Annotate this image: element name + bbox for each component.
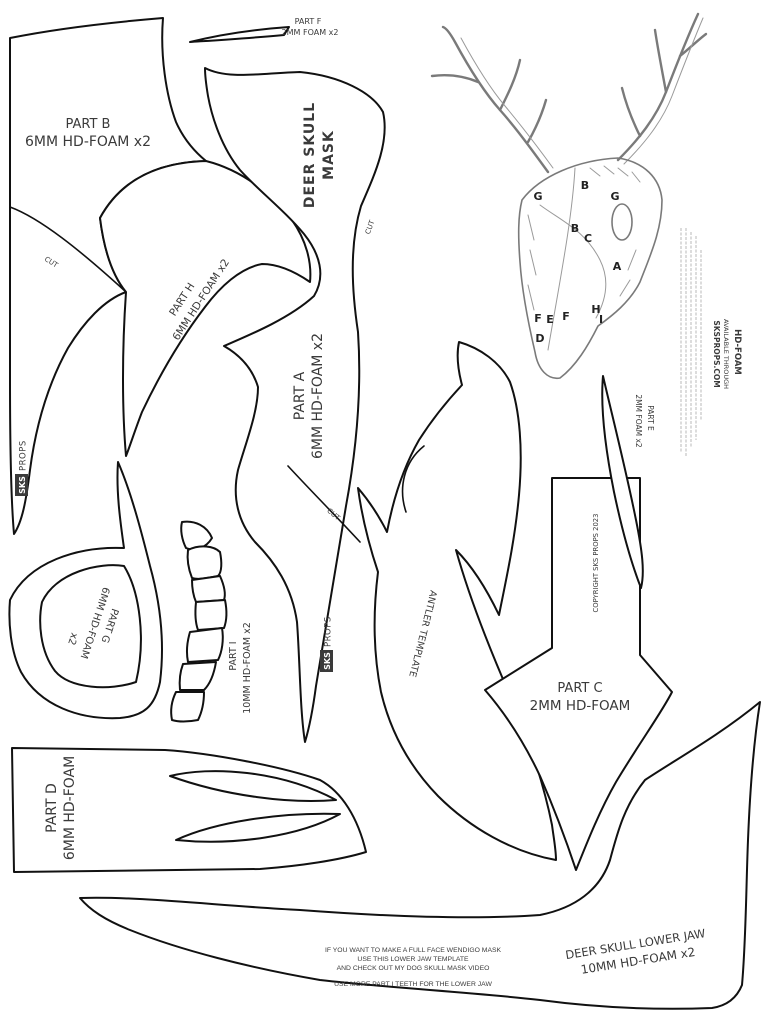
tooth [180,520,213,551]
part-f-material: 2MM FOAM x2 [282,28,339,37]
logo-suffix: PROPS [19,440,29,471]
left-antler-tine [498,58,522,112]
antler-tine-line [401,445,425,513]
logo-box [320,650,333,672]
availability-site: SKSPROPS.COM [712,320,721,387]
part-c-material: 2MM HD-FOAM [530,698,631,714]
part-d-label: PART D 6MM HD-FOAM [44,756,78,860]
left-antler-shading [460,37,554,169]
part-h-outline [99,160,312,457]
part-a-outline [204,67,386,743]
tooth [178,661,217,691]
skull-label: B [571,222,579,235]
part-a-label: PART A 6MM HD-FOAM x2 [292,333,326,459]
part-a-cut-line [287,465,361,543]
part-g-inner-cutout [39,564,142,689]
part-e-outline [601,375,644,589]
lower-jaw-outline [79,701,761,1010]
part-g-qty: x2 [65,631,79,646]
fine-print-block [680,228,702,456]
right-antler-shading [623,17,704,165]
availability-line: AVAILABLE THROUGH [722,319,730,389]
tooth [185,627,224,663]
right-antler-tine [620,86,642,138]
left-antler-tine [430,74,480,84]
lower-jaw-note: AND CHECK OUT MY DOG SKULL MASK VIDEO [337,965,490,972]
part-f-title: PART F [295,17,322,26]
part-e-material: 2MM FOAM x2 [634,394,643,448]
part-d-material: 6MM HD-FOAM [62,756,78,860]
mask-title-line2: MASK [321,130,337,180]
part-c-outline [484,477,673,871]
skull-label: B [581,179,589,192]
skull-crown-shading [589,165,641,183]
lower-jaw-note: USE THIS LOWER JAW TEMPLATE [357,956,469,963]
tooth [191,575,226,603]
part-d-lower-cutout [175,812,341,843]
tooth [170,691,205,723]
right-antler-tine [653,28,668,94]
skull-label: C [584,232,592,245]
logo-brand: SKS [18,476,27,494]
part-i-teeth [170,520,228,723]
left-antler-sketch [441,25,550,174]
mask-title: DEER SKULL MASK [302,102,337,208]
left-antler-tine [526,98,548,144]
sks-props-logo: SKS PROPS [15,440,29,496]
skull-label: F [562,310,570,323]
part-b-material: 6MM HD-FOAM x2 [25,134,151,150]
part-d-upper-cutout [169,770,337,802]
part-f-outline [189,26,290,43]
skull-label: F [534,312,542,325]
skull-shading [527,214,637,311]
lower-jaw-notes: IF YOU WANT TO MAKE A FULL FACE WENDIGO … [325,947,502,988]
part-i-title: PART I [228,641,239,670]
skull-label: E [546,313,554,326]
logo-suffix: PROPS [324,616,334,647]
availability-block: HD-FOAM AVAILABLE THROUGH SKSPROPS.COM [712,319,742,389]
part-i-material: 10MM HD-FOAM x2 [242,622,253,714]
skull-label: A [613,260,622,273]
right-antler-tine [678,32,708,58]
lower-jaw-note: IF YOU WANT TO MAKE A FULL FACE WENDIGO … [325,947,502,954]
skull-label: I [599,313,603,326]
deer-skull-sketch: G B G B C A F E F H I D [430,12,708,379]
right-antler-sketch [616,12,700,162]
mask-title-line1: DEER SKULL [302,102,318,208]
skull-nasal-line [547,167,576,351]
availability-product: HD-FOAM [732,329,742,375]
skull-label: D [535,332,544,345]
skull-outline-sketch [517,157,663,379]
tooth [194,599,228,631]
copyright-text: COPYRIGHT SKS PROPS 2023 [592,514,600,613]
tooth [186,545,223,580]
part-a-title: PART A [292,371,308,420]
part-e-title: PART E [646,405,655,431]
skull-suture-line [539,204,607,319]
skull-label: H [591,303,600,316]
lower-jaw-note: USE MORE PART I TEETH FOR THE LOWER JAW [334,981,492,988]
part-c-title: PART C [557,681,602,696]
part-b-title: PART B [66,117,111,132]
skull-label: G [610,190,619,203]
part-a-material: 6MM HD-FOAM x2 [310,333,326,459]
part-d-title: PART D [44,783,60,833]
antler-outline [357,341,557,861]
cut-label: CUT [364,219,377,236]
logo-brand: SKS [323,652,332,670]
part-b-cut-line [9,206,127,293]
skull-eye-socket [611,203,633,241]
sks-props-logo: SKS PROPS [320,616,334,672]
skull-label: G [533,190,542,203]
logo-box [15,474,28,496]
part-i-label: PART I 10MM HD-FOAM x2 [228,622,253,714]
